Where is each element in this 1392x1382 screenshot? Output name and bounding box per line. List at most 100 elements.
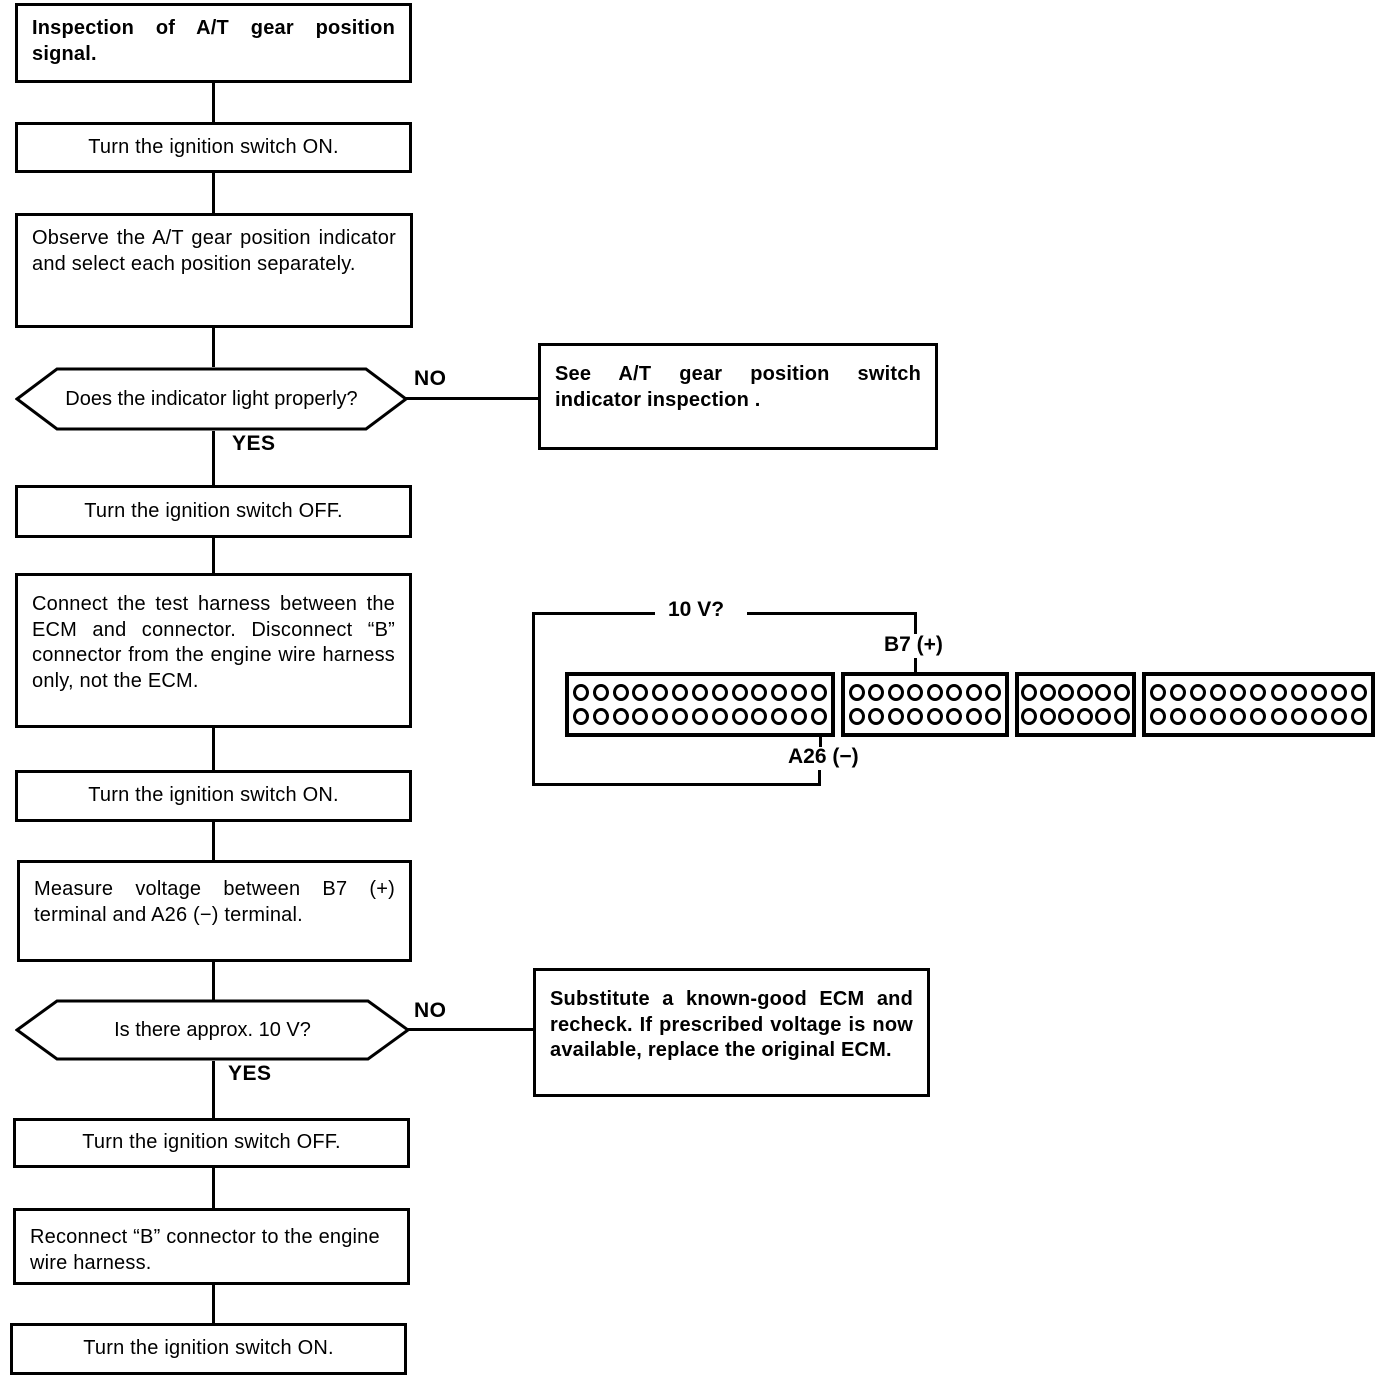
connector-pin — [868, 683, 885, 701]
connector-pin — [1350, 708, 1367, 726]
connector-block-c — [1015, 672, 1136, 737]
node-ignition-on-3-text: Turn the ignition switch ON. — [83, 1337, 334, 1360]
connector-pin — [1330, 708, 1347, 726]
flow-line — [212, 962, 215, 1002]
decision-indicator-light-text: Does the indicator light properly? — [65, 387, 358, 410]
connector-pin-row — [1146, 708, 1371, 726]
node-ignition-on-1-text: Turn the ignition switch ON. — [88, 135, 339, 158]
flow-line — [212, 173, 215, 213]
connector-pin — [572, 683, 589, 701]
connector-pin — [1190, 683, 1207, 701]
connector-pin — [751, 683, 768, 701]
flow-line — [212, 328, 215, 367]
connector-pin — [1095, 683, 1112, 701]
connector-pin — [1095, 708, 1112, 726]
connector-pin — [1270, 683, 1287, 701]
bracket-line-a26-hook — [818, 770, 821, 786]
connector-pin — [868, 708, 885, 726]
connector-pin — [672, 708, 689, 726]
flow-line — [212, 1061, 215, 1118]
connector-pin-row — [845, 683, 1005, 701]
connector-pin — [691, 708, 708, 726]
connector-pin — [632, 683, 649, 701]
connector-pin — [771, 708, 788, 726]
connector-pin-row — [845, 708, 1005, 726]
connector-pin — [1058, 708, 1075, 726]
connector-pin — [731, 708, 748, 726]
bracket-line-right — [747, 612, 917, 615]
connector-pin — [887, 683, 904, 701]
connector-pin — [1230, 683, 1247, 701]
connector-pin — [965, 708, 982, 726]
node-ignition-off-2: Turn the ignition switch OFF. — [13, 1118, 410, 1168]
connector-pin — [1150, 708, 1167, 726]
connector-pin — [848, 708, 865, 726]
connector-pin — [612, 683, 629, 701]
connector-pin — [751, 708, 768, 726]
connector-pin — [1270, 708, 1287, 726]
connector-pin — [907, 708, 924, 726]
connector-pin — [810, 683, 827, 701]
connector-pin — [1076, 683, 1093, 701]
edge-label-no: NO — [414, 999, 447, 1022]
connector-block-a — [565, 672, 835, 737]
connector-pin — [672, 683, 689, 701]
connector-pin — [652, 708, 669, 726]
connector-pin — [1290, 683, 1307, 701]
node-reconnect: Reconnect “B” connector to the engine wi… — [13, 1208, 410, 1285]
node-measure-voltage-text: Measure voltage between B7 (+) terminal … — [34, 878, 395, 926]
node-connect-harness: Connect the test harness between the ECM… — [15, 573, 412, 728]
connector-pin — [965, 683, 982, 701]
node-reconnect-text: Reconnect “B” connector to the engine wi… — [30, 1226, 380, 1274]
node-ignition-off-1-text: Turn the ignition switch OFF. — [84, 499, 343, 522]
edge-label-no: NO — [414, 367, 447, 390]
node-ignition-on-2: Turn the ignition switch ON. — [15, 770, 412, 822]
node-ignition-on-3: Turn the ignition switch ON. — [10, 1323, 407, 1375]
node-observe: Observe the A/T gear position indicator … — [15, 213, 413, 328]
node-start-text: Inspection of A/T gear position signal. — [32, 17, 395, 65]
edge-label-yes: YES — [232, 432, 276, 455]
connector-pin — [691, 683, 708, 701]
connector-pin — [791, 683, 808, 701]
edge-label-yes: YES — [228, 1062, 272, 1085]
connector-block-b — [841, 672, 1009, 737]
flow-line — [212, 83, 215, 122]
connector-pin — [1058, 683, 1075, 701]
connector-pin — [1290, 708, 1307, 726]
flow-line — [212, 1285, 215, 1323]
bracket-line-b7-drop — [914, 612, 917, 634]
connector-pin — [985, 708, 1002, 726]
decision-voltage-text: Is there approx. 10 V? — [114, 1018, 311, 1041]
decision-indicator-light: Does the indicator light properly? — [15, 367, 408, 431]
node-ignition-off-1: Turn the ignition switch OFF. — [15, 485, 412, 538]
connector-pin — [1190, 708, 1207, 726]
connector-pin — [1310, 683, 1327, 701]
connector-pin — [711, 708, 728, 726]
node-ignition-on-2-text: Turn the ignition switch ON. — [88, 784, 339, 807]
connector-pin — [771, 683, 788, 701]
connector-pin-row — [569, 708, 831, 726]
node-start: Inspection of A/T gear position signal. — [15, 3, 412, 83]
connector-pin — [612, 708, 629, 726]
connector-pin — [946, 683, 963, 701]
connector-pin — [652, 683, 669, 701]
flow-line — [212, 1168, 215, 1208]
a26-terminal-label: A26 (−) — [788, 745, 859, 768]
b7-terminal-label: B7 (+) — [884, 633, 943, 656]
connector-pin — [1113, 708, 1130, 726]
connector-pin — [1250, 708, 1267, 726]
connector-pin — [1021, 708, 1038, 726]
connector-pin-row — [1019, 708, 1132, 726]
connector-pin-row — [569, 683, 831, 701]
connector-pin — [1230, 708, 1247, 726]
flow-line — [212, 431, 215, 485]
node-see-inspection: See A/T gear position switch indicator i… — [538, 343, 938, 450]
connector-pin — [1170, 708, 1187, 726]
connector-pin — [1170, 683, 1187, 701]
connector-pin — [1039, 708, 1056, 726]
node-substitute-ecm-text: Substitute a known-good ECM and recheck.… — [550, 988, 913, 1062]
node-substitute-ecm: Substitute a known-good ECM and recheck.… — [533, 968, 930, 1097]
connector-pin — [731, 683, 748, 701]
connector-pin — [1210, 708, 1227, 726]
